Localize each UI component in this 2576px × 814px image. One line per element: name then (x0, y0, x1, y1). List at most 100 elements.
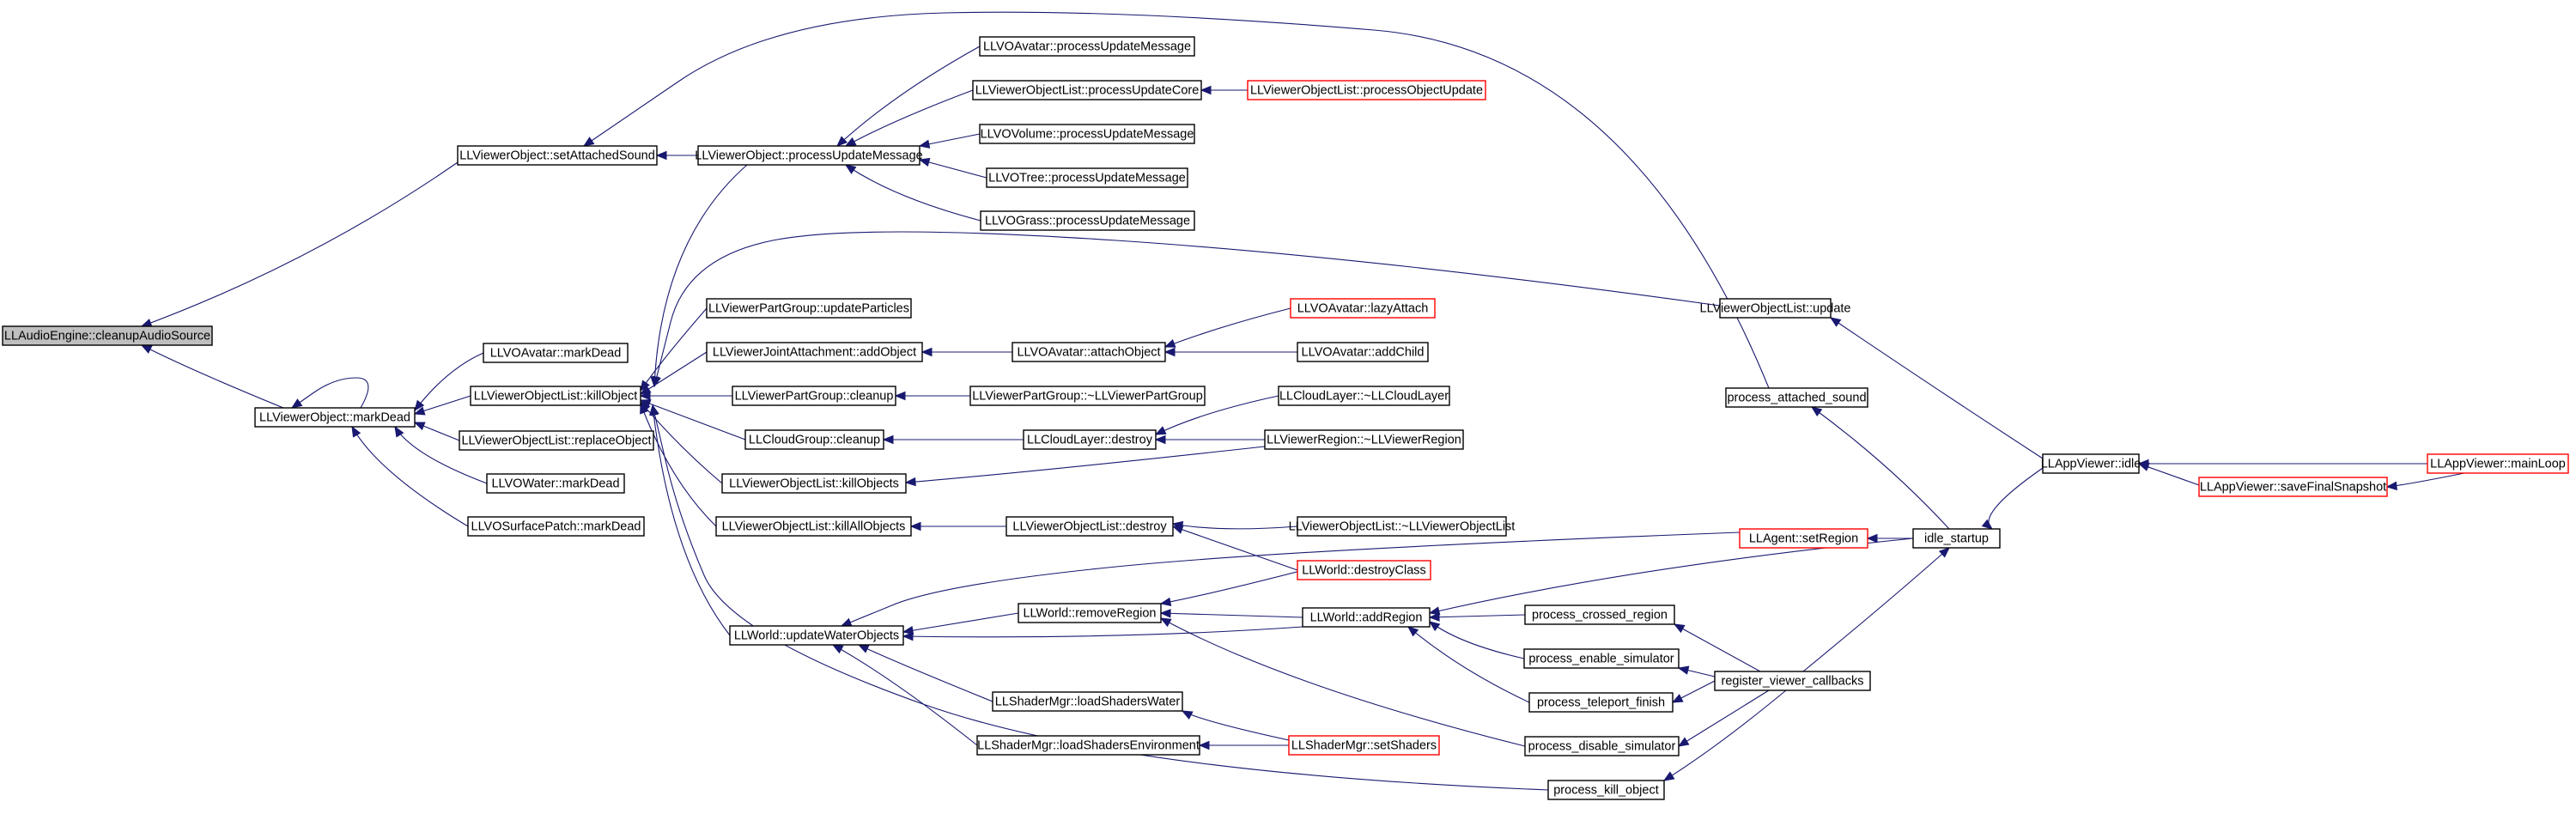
node-box[interactable] (721, 473, 907, 494)
node-box[interactable] (980, 210, 1195, 231)
node-box[interactable] (254, 407, 416, 428)
graph-node-n22[interactable]: LLCloudGroup::cleanup (744, 429, 884, 450)
node-box[interactable] (1725, 387, 1868, 408)
graph-node-n44[interactable]: process_crossed_region (1524, 604, 1675, 625)
graph-node-n23[interactable]: LLCloudLayer::destroy (1023, 429, 1157, 450)
graph-node-n35[interactable]: LLShaderMgr::loadShadersEnvironment (976, 735, 1200, 756)
graph-node-n34[interactable]: LLShaderMgr::loadShadersWater (992, 691, 1183, 712)
node-box[interactable] (1290, 298, 1436, 319)
graph-node-n21[interactable]: LLViewerPartGroup::~LLViewerPartGroup (969, 386, 1206, 406)
node-box[interactable] (1524, 736, 1680, 756)
node-box[interactable] (1528, 692, 1674, 713)
node-box[interactable] (1912, 528, 2001, 549)
graph-node-n28[interactable]: LLViewerObjectList::destroy (1005, 516, 1174, 537)
node-box[interactable] (1018, 603, 1162, 623)
graph-node-n18[interactable]: LLVOAvatar::lazyAttach (1290, 298, 1436, 319)
graph-node-n20[interactable]: LLViewerPartGroup::cleanup (732, 386, 896, 406)
node-box[interactable] (706, 342, 923, 362)
graph-node-n49[interactable]: process_kill_object (1547, 780, 1665, 800)
graph-node-n29[interactable]: LLViewerObjectList::~LLViewerObjectList (1289, 516, 1516, 537)
node-box[interactable] (979, 124, 1195, 144)
node-box[interactable] (486, 473, 625, 494)
graph-node-n16[interactable]: LLViewerJointAttachment::addObject (706, 342, 923, 362)
node-box[interactable] (1302, 607, 1431, 628)
node-box[interactable] (1247, 80, 1486, 100)
node-box[interactable] (1278, 386, 1450, 406)
node-box[interactable] (729, 625, 904, 646)
node-box[interactable] (1523, 648, 1680, 669)
graph-node-n2[interactable]: LLViewerObject::processUpdateMessage (695, 145, 923, 166)
graph-node-n32[interactable]: LLWorld::removeRegion (1018, 603, 1162, 623)
node-box[interactable] (1524, 604, 1675, 625)
node-box[interactable] (2042, 453, 2140, 474)
graph-node-n40[interactable]: idle_startup (1912, 528, 2001, 549)
node-box[interactable] (470, 386, 641, 406)
graph-node-n13[interactable]: LLVOWater::markDead (486, 473, 625, 494)
node-box[interactable] (976, 735, 1200, 756)
node-box[interactable] (1547, 780, 1665, 800)
graph-node-n4[interactable]: LLViewerObjectList::processUpdateCore (972, 80, 1202, 100)
graph-node-n47[interactable]: process_disable_simulator (1524, 736, 1680, 756)
graph-node-n14[interactable]: LLVOSurfacePatch::markDead (467, 516, 645, 537)
graph-node-n26[interactable]: LLViewerObjectList::killObjects (721, 473, 907, 494)
graph-node-n6[interactable]: LLVOVolume::processUpdateMessage (979, 124, 1195, 144)
node-box[interactable] (969, 386, 1206, 406)
node-box[interactable] (979, 36, 1195, 57)
graph-node-n45[interactable]: process_enable_simulator (1523, 648, 1680, 669)
node-box[interactable] (1264, 429, 1464, 450)
graph-node-n11[interactable]: LLViewerObjectList::killObject (470, 386, 641, 406)
node-box[interactable] (992, 691, 1183, 712)
graph-node-n15[interactable]: LLViewerPartGroup::updateParticles (706, 298, 912, 319)
graph-node-n27[interactable]: LLViewerObjectList::killAllObjects (715, 516, 912, 537)
node-box[interactable] (1023, 429, 1157, 450)
graph-node-n42[interactable]: LLAppViewer::saveFinalSnapshot (2198, 477, 2388, 497)
node-box[interactable] (1005, 516, 1174, 537)
node-box[interactable] (732, 386, 896, 406)
graph-node-n24[interactable]: LLCloudLayer::~LLCloudLayer (1278, 386, 1450, 406)
node-box[interactable] (1012, 342, 1166, 362)
node-box[interactable] (459, 430, 654, 451)
node-box[interactable] (2427, 453, 2569, 474)
graph-node-n19[interactable]: LLVOAvatar::addChild (1297, 342, 1429, 362)
graph-node-n12[interactable]: LLViewerObjectList::replaceObject (459, 430, 654, 451)
graph-node-n39[interactable]: LLAgent::setRegion (1739, 528, 1868, 549)
graph-node-n31[interactable]: LLWorld::updateWaterObjects (729, 625, 904, 646)
graph-node-n3[interactable]: LLVOAvatar::processUpdateMessage (979, 36, 1195, 57)
graph-node-n41[interactable]: LLAppViewer::idle (2041, 453, 2142, 474)
graph-node-n38[interactable]: process_attached_sound (1725, 387, 1868, 408)
graph-node-n5[interactable]: LLViewerObjectList::processObjectUpdate (1247, 80, 1486, 100)
node-box[interactable] (457, 145, 658, 166)
node-box[interactable] (697, 145, 920, 166)
graph-node-n10[interactable]: LLVOAvatar::markDead (483, 343, 629, 363)
node-box[interactable] (1714, 671, 1871, 691)
node-box[interactable] (986, 167, 1188, 188)
node-box[interactable] (1288, 735, 1440, 756)
node-box[interactable] (2198, 477, 2388, 497)
graph-node-n7[interactable]: LLVOTree::processUpdateMessage (986, 167, 1188, 188)
graph-node-n48[interactable]: register_viewer_callbacks (1714, 671, 1871, 691)
graph-node-n8[interactable]: LLVOGrass::processUpdateMessage (980, 210, 1195, 231)
focus-node-box[interactable] (2, 325, 213, 346)
node-box[interactable] (483, 343, 629, 363)
graph-node-n0[interactable]: LLAudioEngine::cleanupAudioSource (2, 325, 213, 346)
node-box[interactable] (706, 298, 912, 319)
graph-node-n43[interactable]: LLAppViewer::mainLoop (2427, 453, 2569, 474)
graph-node-n9[interactable]: LLViewerObject::markDead (254, 407, 416, 428)
graph-node-n37[interactable]: LLViewerObjectList::update (1700, 298, 1851, 319)
graph-node-n17[interactable]: LLVOAvatar::attachObject (1012, 342, 1166, 362)
graph-node-n46[interactable]: process_teleport_finish (1528, 692, 1674, 713)
node-box[interactable] (467, 516, 645, 537)
graph-node-n36[interactable]: LLShaderMgr::setShaders (1288, 735, 1440, 756)
node-box[interactable] (1739, 528, 1868, 549)
node-box[interactable] (972, 80, 1202, 100)
graph-node-n33[interactable]: LLWorld::addRegion (1302, 607, 1431, 628)
node-box[interactable] (1719, 298, 1832, 319)
node-box[interactable] (1297, 560, 1431, 580)
node-box[interactable] (744, 429, 884, 450)
node-box[interactable] (715, 516, 912, 537)
node-box[interactable] (1297, 516, 1507, 537)
graph-node-n1[interactable]: LLViewerObject::setAttachedSound (457, 145, 658, 166)
graph-node-n30[interactable]: LLWorld::destroyClass (1297, 560, 1431, 580)
graph-node-n25[interactable]: LLViewerRegion::~LLViewerRegion (1264, 429, 1464, 450)
node-box[interactable] (1297, 342, 1429, 362)
